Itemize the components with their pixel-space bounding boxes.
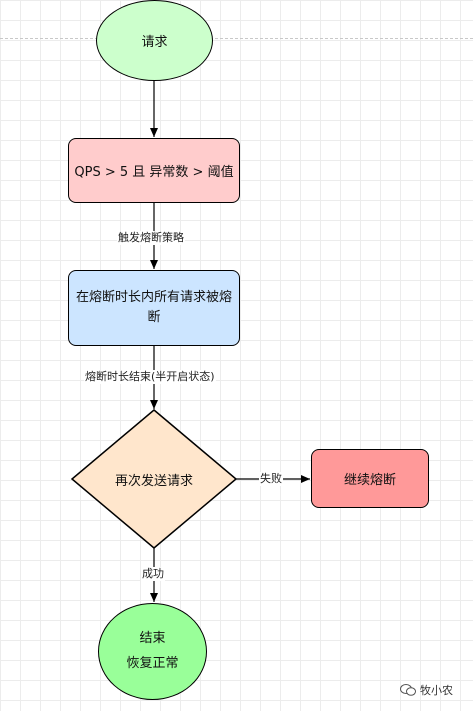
chat-bubble-icon [400,684,416,696]
condition-node-label: QPS > 5 且 异常数 > 阈值 [74,165,234,180]
end-node: 结束 恢复正常 [98,603,207,700]
edge-label-success: 成功 [141,567,165,581]
keep-open-node: 继续熔断 [311,449,429,508]
watermark-text: 牧小农 [420,684,453,697]
edge-label-trigger: 触发熔断策略 [117,231,185,245]
page-guide-line [0,38,473,39]
circuit-open-node: 在熔断时长内所有请求被熔断 [68,270,240,346]
edge-label-timeout: 熔断时长结束(半开启状态) [84,370,216,384]
retry-node-label: 再次发送请求 [114,473,193,489]
request-node: 请求 [96,0,213,81]
end-node-label-line2: 恢复正常 [126,655,179,671]
retry-node: 再次发送请求 [72,450,236,508]
request-node-label: 请求 [141,35,168,50]
end-node-label-line1: 结束 [139,630,166,646]
keep-open-node-label: 继续熔断 [343,473,396,488]
edge-label-fail: 失败 [259,472,283,486]
watermark: 牧小农 [400,682,453,698]
circuit-open-node-label: 在熔断时长内所有请求被熔断 [75,290,232,325]
condition-node: QPS > 5 且 异常数 > 阈值 [68,138,240,203]
